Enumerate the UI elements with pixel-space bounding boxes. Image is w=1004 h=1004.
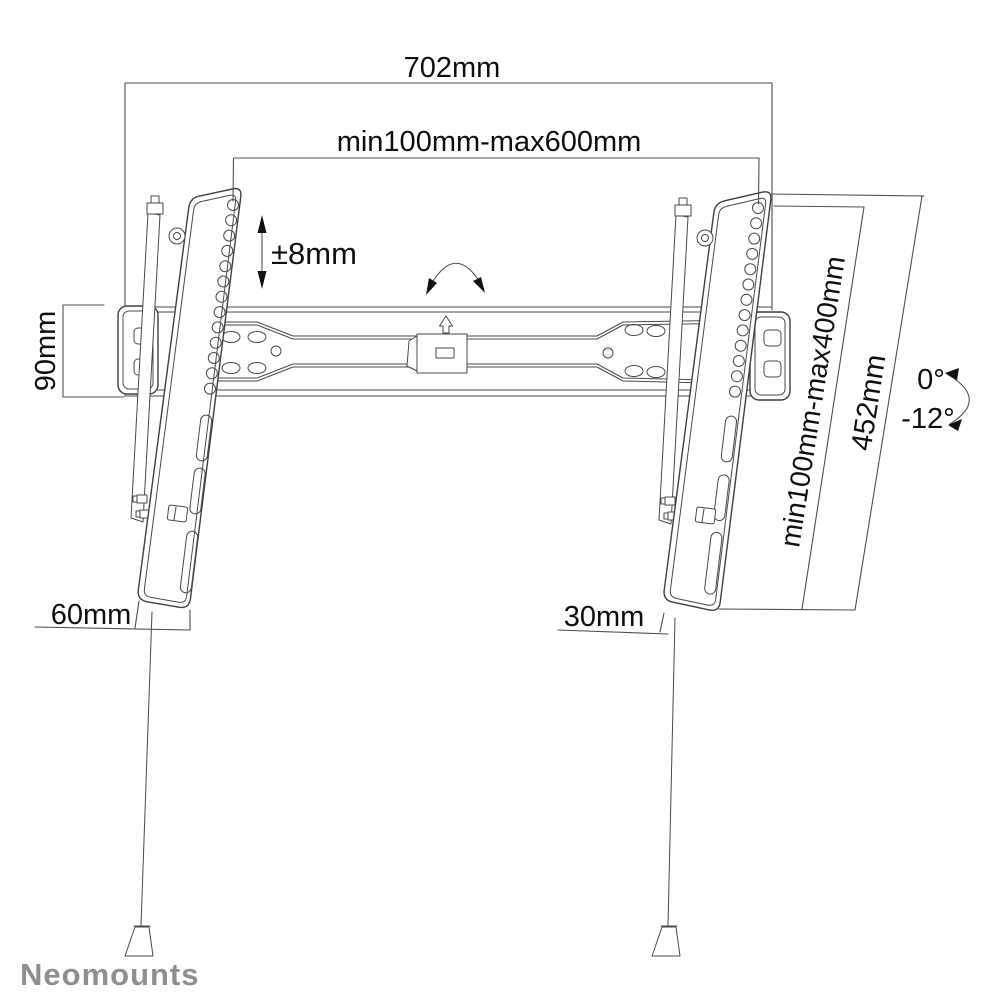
label-bracket-length: 452mm xyxy=(846,352,893,453)
latch-up-arrow-icon xyxy=(439,315,453,334)
right-plumb-string xyxy=(651,617,681,957)
dim-total-width xyxy=(124,82,773,311)
right-hinge-bolt xyxy=(696,229,714,247)
center-latch xyxy=(406,333,468,374)
left-rail-hole-column xyxy=(204,199,239,395)
label-bottom-left: 60mm xyxy=(51,599,132,631)
plate-slots-left xyxy=(221,331,282,374)
dim-plate-height xyxy=(62,304,125,398)
tilt-arc-icon xyxy=(426,262,485,295)
right-rail-clip xyxy=(694,506,717,525)
tilt-angle-indicator xyxy=(945,368,970,431)
right-bracket-rail xyxy=(663,191,772,611)
right-rail-slots xyxy=(704,415,738,595)
dim-right-side xyxy=(718,193,925,611)
wall-plate-endcap-right xyxy=(749,311,791,401)
dim-bottom-left xyxy=(34,600,191,631)
dim-height-adjust-arrow xyxy=(257,215,267,289)
right-rail-hole-column xyxy=(729,202,764,398)
left-rail-slots xyxy=(179,414,213,594)
label-bottom-right: 30mm xyxy=(564,601,645,633)
label-total-width: 702mm xyxy=(404,52,501,84)
left-rail-clip xyxy=(166,504,189,523)
dim-vesa-width xyxy=(232,157,760,205)
left-bracket-rail xyxy=(137,187,242,609)
dim-bottom-right xyxy=(557,612,669,635)
label-tilt-from: 0° xyxy=(917,364,945,396)
left-hinge-bolt xyxy=(168,227,186,245)
label-vesa-width: min100mm-max600mm xyxy=(337,126,642,158)
brand-logo: Neomounts xyxy=(20,957,200,992)
plate-slots-right xyxy=(602,324,666,378)
right-cone-weight xyxy=(651,926,681,957)
label-vesa-height: min100mm-max400mm xyxy=(774,254,851,549)
left-plumb-string xyxy=(124,611,154,957)
label-tilt-to: -12° xyxy=(901,403,955,435)
left-cone-weight xyxy=(124,926,154,957)
wall-plate-front-bar xyxy=(199,319,749,385)
label-height-adjust: ±8mm xyxy=(271,236,357,271)
label-plate-height: 90mm xyxy=(30,311,62,392)
